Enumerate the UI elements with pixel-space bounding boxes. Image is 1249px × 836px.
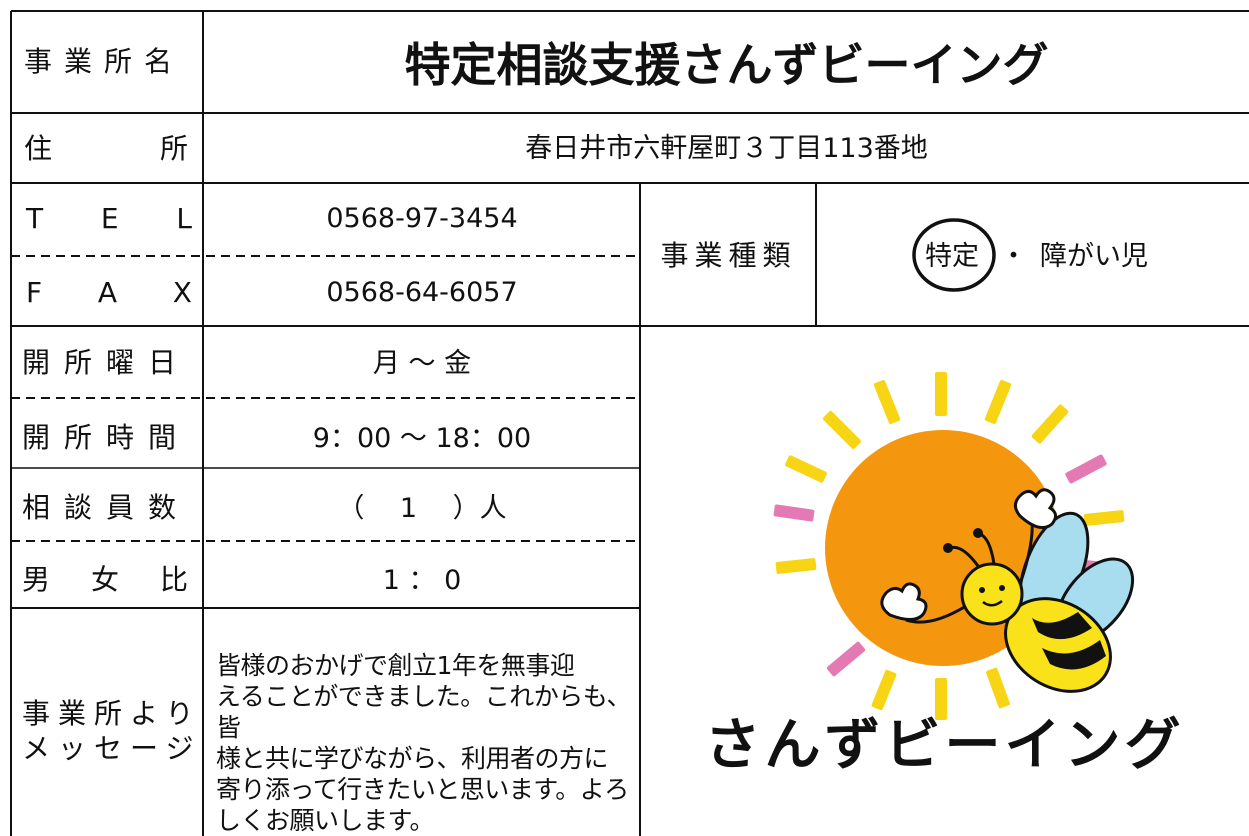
address-label-right: 所 (160, 132, 189, 165)
bee-icon (880, 488, 1135, 693)
office-name-value: 特定相談支援さんずビーイング (404, 38, 1049, 92)
gender-ratio-label: 男 女 比 (22, 566, 188, 594)
fax-label: F A X (26, 279, 192, 307)
tel-label-e: E (100, 202, 119, 235)
business-type-separator: ・ (1000, 241, 1027, 272)
business-type-selected: 特定 (925, 241, 979, 272)
fax-value: 0568-64-6057 (326, 277, 518, 308)
gender-ratio-label-m: 男 (22, 563, 51, 596)
address-value: 春日井市六軒屋町３丁目113番地 (525, 133, 928, 164)
message-label-line1: 事業所より (22, 697, 202, 730)
tel-label-l: L (176, 202, 192, 235)
counselors-label: 相談員数 (22, 494, 192, 522)
gender-ratio-label-r: 比 (159, 563, 188, 596)
business-type-other: 障がい児 (1040, 241, 1148, 272)
open-hours-value: 9：00 ～ 18：00 (312, 423, 532, 454)
fax-label-a: A (97, 276, 118, 309)
counselors-value: （ 1 ）人 (337, 493, 507, 524)
open-hours-label-text: 開所時間 (22, 421, 191, 454)
sun-bee-logo (773, 372, 1135, 720)
open-days-value: 月 ～ 金 (372, 348, 472, 379)
message-text: 皆様のおかげで創立1年を無事迎 えることができました。これからも、皆 様と共に学… (216, 651, 632, 835)
fax-label-f: F (26, 276, 43, 309)
gender-ratio-value: 1 ： 0 (382, 565, 462, 596)
tel-label-t: T (26, 202, 44, 235)
business-type-label: 事業種類 (660, 239, 797, 272)
logo-text: さんずビーイング (704, 713, 1185, 778)
office-name-label: 事業所名 (24, 48, 186, 76)
address-label-left: 住 (24, 132, 53, 165)
selected-circle-icon (912, 218, 996, 292)
office-name-label-text: 事業所名 (24, 45, 185, 78)
message-label-line2: メッセージ (22, 732, 202, 765)
gender-ratio-label-f: 女 (90, 563, 119, 596)
counselors-label-text: 相談員数 (22, 491, 191, 524)
open-days-label: 開所曜日 (22, 349, 192, 377)
fax-label-x: X (172, 276, 192, 309)
open-hours-label: 開所時間 (22, 424, 192, 452)
open-days-label-text: 開所曜日 (22, 346, 191, 379)
tel-value: 0568-97-3454 (326, 203, 518, 234)
tel-label: T E L (26, 205, 192, 233)
